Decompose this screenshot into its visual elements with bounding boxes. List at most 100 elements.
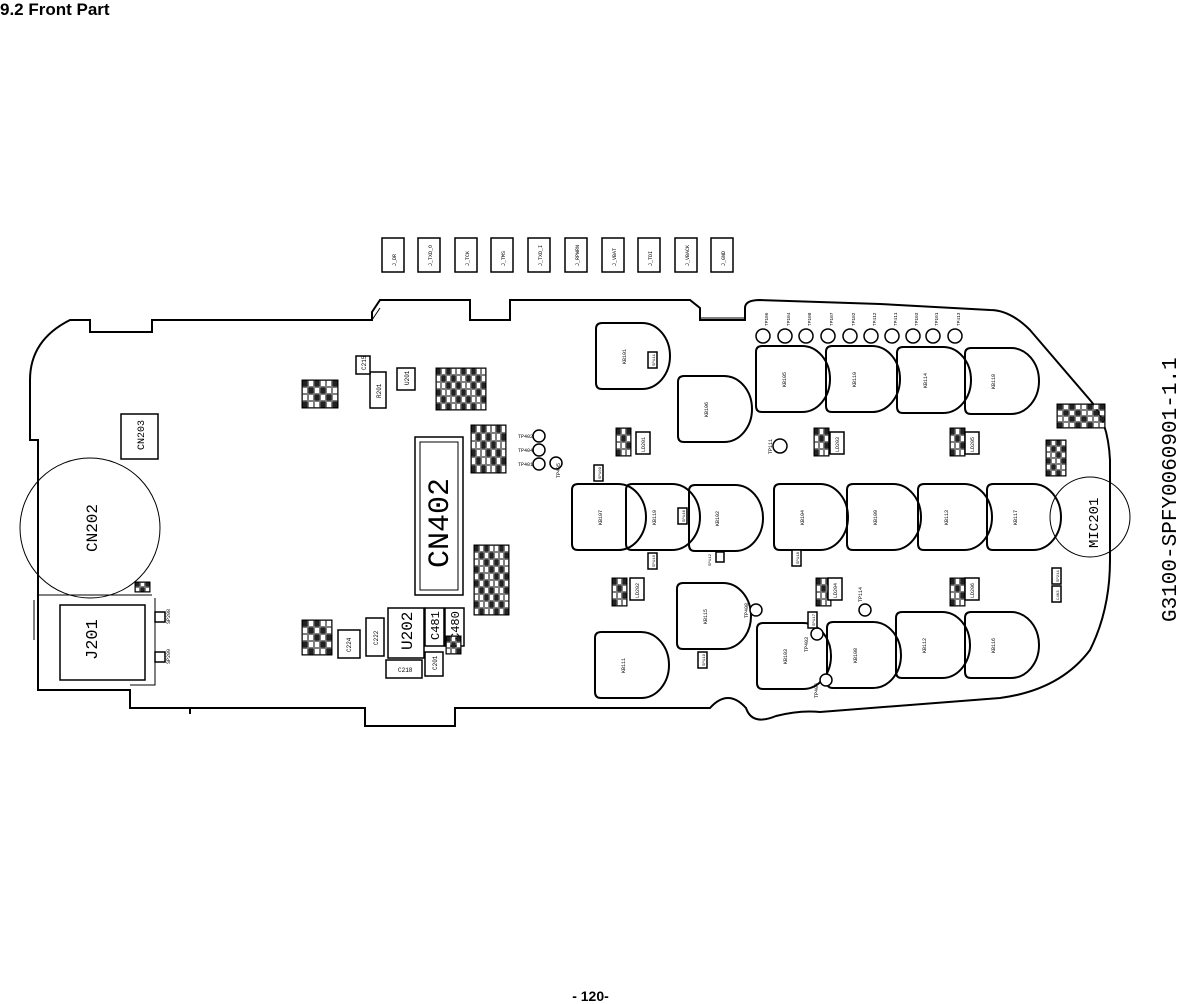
grid-cluster-e [301,619,333,656]
tp403-label: TP403 [804,637,810,652]
key-dome-upper-6: KB118 [964,347,1040,415]
tp-circle-6 [863,328,879,344]
tp114-label: TP114 [858,587,864,602]
cn402-inner [419,441,459,591]
key-dome-lower-5: KB112 [895,611,971,679]
test-pad-label-6: J_RPWRN [575,245,581,266]
ld204-label: LD204 [833,583,839,598]
key-dome-upper-4: KB110 [825,345,901,413]
ld205-box [964,431,980,455]
sp116-label: SP116 [683,509,687,522]
cn402-label: CN402 [424,478,458,568]
tp402-label: TP402 [518,434,533,440]
key-dome-lower-1: KB111 [594,631,670,699]
key-dome-upper-1: KB101 [595,322,671,390]
page-number: - 120- [572,988,609,1004]
c218-label: C218 [398,667,413,674]
ld205-label: LD205 [970,437,976,452]
sp208-label: SP208 [166,609,172,624]
cn203-label: CN203 [137,420,148,450]
u202-label: U202 [399,612,417,650]
test-pad-label-10: J_GND [721,251,727,266]
j201-connector [59,604,146,681]
tp-circle-label-1: TP106 [764,312,770,326]
key-dome-upper-2-label: KB106 [704,402,710,417]
r201-label: R201 [376,383,383,398]
test-pad-7 [601,237,625,273]
ld203-box [829,431,845,455]
key-dome-middle-3: KB102 [688,484,764,552]
c215-label: C215 [361,355,368,370]
test-pad-label-2: J_TXD_O [428,245,434,266]
sp119-label: SP119 [703,653,707,666]
sp211-pad [1051,567,1062,585]
tp-circle-label-8: TP103 [914,312,920,326]
tp111-label: TP111 [768,439,774,454]
grid-cluster-d [301,379,339,409]
key-dome-middle-7: KB117 [986,483,1062,551]
key-dome-middle-3-label: KB102 [715,511,721,526]
test-pad-label-3: J_TCK [465,251,471,266]
tp402-pad [532,429,546,443]
sp109-pad [593,464,604,482]
test-pad-4 [490,237,514,273]
c215-cap [355,355,371,375]
tp-circle-label-10: TP413 [956,312,962,326]
test-pad-10 [710,237,734,273]
tp-circle-label-2: TP104 [786,312,792,326]
tp114-pad [858,603,872,617]
ld202-box [629,577,645,601]
key-dome-middle-5: KB109 [846,483,922,551]
tp-circle-3 [798,328,814,344]
tp-circle-9 [925,328,941,344]
test-pad-8 [637,237,661,273]
test-pad-2 [417,237,441,273]
tp403-pad [810,627,824,641]
tp401-pad [532,457,546,471]
tp111-pad [772,438,788,454]
test-pad-label-4: J_TMS [501,251,507,266]
tp-circle-label-5: TP102 [851,312,857,326]
test-pad-6 [564,237,588,273]
tp405-label: TP405 [556,463,562,478]
c224-cap [337,629,361,659]
c481-label: C481 [429,611,443,640]
key-dome-upper-2: KB106 [677,375,753,443]
tp-circle-4 [820,328,836,344]
tp404-label: TP404 [518,448,533,454]
ld202-label: LD202 [635,583,641,598]
c463-pad [1051,585,1062,603]
grid-cluster-i [611,577,628,607]
key-dome-lower-2: KB115 [676,582,752,650]
test-pad-label-7: J_VBAT [612,248,618,266]
grid-cluster-k [949,577,966,607]
cn203-box [120,413,159,460]
key-dome-middle-2: KB119 [625,483,701,551]
key-dome-upper-4-label: KB110 [852,372,858,387]
key-dome-middle-7-label: KB117 [1013,510,1019,525]
c222-label: C222 [373,630,380,645]
r201-part [369,371,387,409]
tp-circle-1 [755,328,771,344]
grid-cluster-h [949,427,966,457]
test-pad-label-8: J_TDI [648,251,654,266]
key-dome-upper-5-label: KB114 [923,373,929,388]
key-dome-lower-1-label: KB111 [621,658,627,673]
tp-circle-label-7: TP411 [893,312,899,326]
tp-circle-10 [947,328,963,344]
tp405-pad [549,456,563,470]
grid-cluster-l [1056,403,1106,429]
key-dome-upper-1-label: KB101 [622,349,628,364]
sp112-pad [715,551,725,563]
key-dome-upper-6-label: KB118 [991,374,997,389]
sp117-pad [807,611,818,629]
ld206-label: LD206 [970,583,976,598]
sp-pads: SP111 SP109 SP116 SP110 SP112 SP118 SP11… [593,351,1062,669]
key-dome-middle-4: KB104 [773,483,849,551]
c481-cap [424,607,445,647]
grid-cluster-o [134,581,151,593]
key-dome-middle-2-label: KB119 [652,510,658,525]
c201-cap [424,651,444,677]
